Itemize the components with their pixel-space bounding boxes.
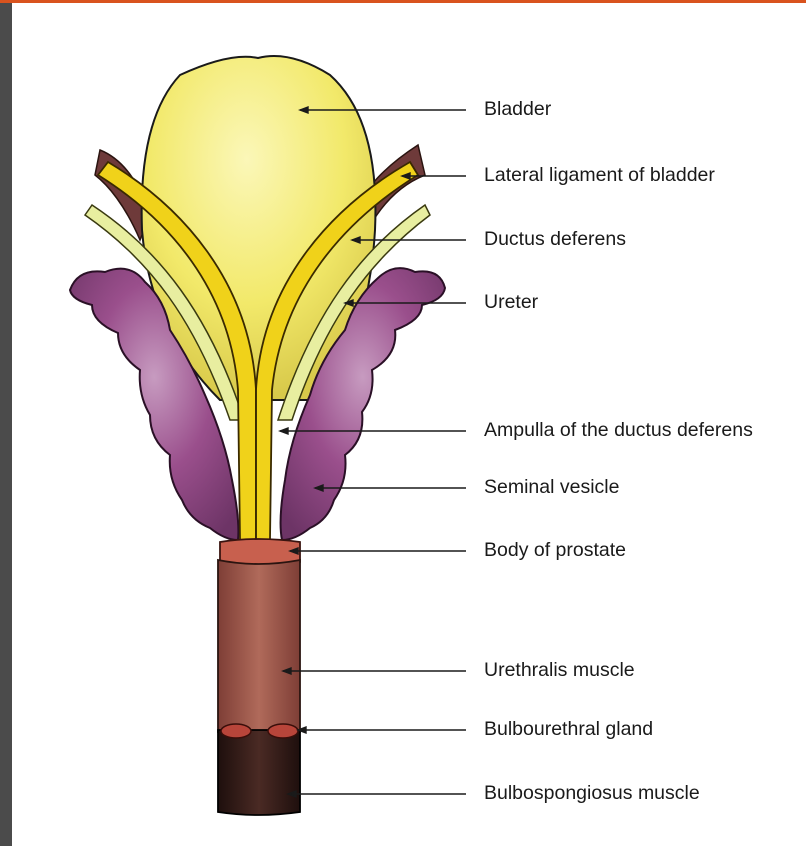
- urethralis-muscle-shape: [218, 560, 300, 732]
- label-body-of-prostate: Body of prostate: [484, 541, 626, 561]
- bulbospongiosus-muscle-shape: [218, 730, 300, 815]
- label-bulbospongiosus-muscle: Bulbospongiosus muscle: [484, 784, 700, 804]
- label-bladder: Bladder: [484, 100, 551, 120]
- bulbourethral-gland-right: [268, 724, 298, 738]
- label-lateral-ligament: Lateral ligament of bladder: [484, 166, 715, 186]
- label-ductus-deferens: Ductus deferens: [484, 230, 626, 250]
- label-bulbourethral-gland: Bulbourethral gland: [484, 720, 653, 740]
- label-urethralis-muscle: Urethralis muscle: [484, 661, 635, 681]
- label-ampulla: Ampulla of the ductus deferens: [484, 421, 753, 441]
- bulbourethral-gland-left: [221, 724, 251, 738]
- label-ureter: Ureter: [484, 293, 538, 313]
- label-seminal-vesicle: Seminal vesicle: [484, 478, 619, 498]
